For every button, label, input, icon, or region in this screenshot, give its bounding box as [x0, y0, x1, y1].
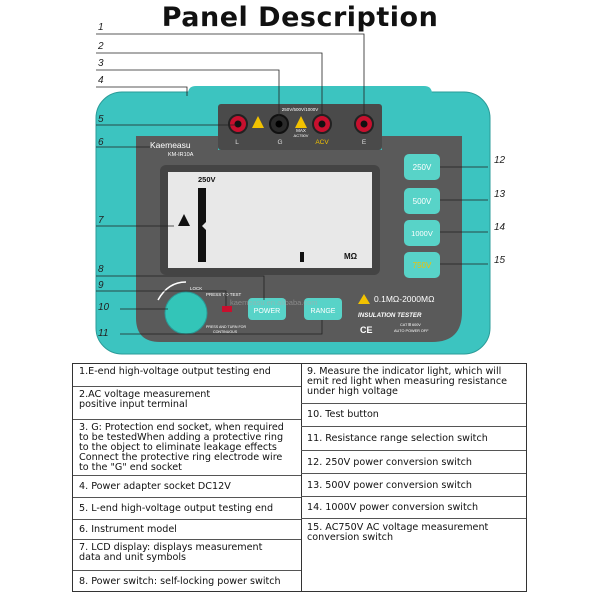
legend-left-column: 1.E-end high-voltage output testing end …	[73, 364, 302, 591]
legend-right-column: 9. Measure the indicator light, which wi…	[301, 364, 526, 591]
btn-250v[interactable]	[404, 154, 440, 180]
lcd-unit: MΩ	[344, 252, 358, 261]
callout-13: 13	[494, 189, 506, 200]
legend-item-4: 4. Power adapter socket DC12V	[73, 476, 301, 498]
btn-750v[interactable]	[404, 252, 440, 278]
leader-1	[96, 33, 365, 116]
range-button[interactable]	[304, 298, 342, 320]
watermark: kaemeasu.en.alibaba.com	[230, 298, 318, 307]
callout-7: 7	[98, 215, 104, 226]
legend-item-12: 12. 250V power conversion switch	[301, 451, 526, 474]
power-label: POWER	[254, 308, 280, 315]
legend-item-2: 2.AC voltage measurement positive input …	[73, 387, 301, 420]
callout-10: 10	[98, 302, 110, 313]
terminal-warning-icon-2	[295, 116, 307, 128]
btn-500v-label: 500V	[413, 197, 432, 206]
btn-750v-label: 750V	[413, 261, 432, 270]
legend-item-1: 1.E-end high-voltage output testing end	[73, 364, 301, 387]
power-button[interactable]	[248, 298, 286, 320]
legend-item-11: 11. Resistance range selection switch	[301, 427, 526, 451]
legend-item-15: 15. AC750V AC voltage measurement conver…	[307, 522, 489, 543]
leader-11	[120, 320, 323, 335]
legend-item-13: 13. 500V power conversion switch	[301, 474, 526, 497]
legend-item-5: 5. L-end high-voltage output testing end	[73, 498, 301, 520]
terminal-l-label: L	[235, 139, 239, 146]
btn-500v[interactable]	[404, 188, 440, 214]
legend-table: 1.E-end high-voltage output testing end …	[72, 363, 527, 592]
btn-1000v[interactable]	[404, 220, 440, 246]
legend-item-14: 14. 1000V power conversion switch	[301, 497, 526, 519]
warning-icon	[178, 214, 190, 226]
press-turn-line1: PRESS AND TURN FOR	[206, 325, 246, 329]
callout-15: 15	[494, 255, 506, 266]
range-warning-icon	[358, 294, 370, 304]
legend-item-8: 8. Power switch: self-locking power swit…	[79, 576, 281, 587]
legend-item-6: 6. Instrument model	[73, 520, 301, 540]
test-knob[interactable]	[164, 291, 208, 335]
legend-item-3: 3. G: Protection end socket, when requir…	[73, 420, 301, 476]
callout-12: 12	[494, 155, 506, 166]
callout-14: 14	[494, 222, 506, 233]
leader-2	[96, 52, 323, 116]
auto-off-label: AUTO POWER OFF	[394, 329, 429, 333]
ce-mark: CE	[360, 325, 373, 335]
terminal-e-label: E	[362, 139, 367, 146]
callout-9: 9	[98, 280, 104, 291]
terminal-acv-label: ACV	[315, 139, 329, 146]
legend-item-7: 7. LCD display: displays measurement dat…	[73, 540, 301, 571]
callout-6: 6	[98, 137, 104, 148]
terminal-header: 250V/500V/1000V	[282, 107, 319, 112]
max-label: MAX	[296, 128, 306, 133]
callout-4: 4	[98, 75, 104, 86]
legend-item-9: 9. Measure the indicator light, which wi…	[301, 364, 526, 404]
callout-8: 8	[98, 264, 104, 275]
leader-3	[96, 69, 280, 116]
product-name: INSULATION TESTER	[358, 312, 422, 319]
leader-4	[96, 86, 188, 96]
lcd-bar	[300, 252, 304, 262]
terminal-warning-icon	[252, 116, 264, 128]
legend-item-10: 10. Test button	[301, 404, 526, 427]
lcd-voltage: 250V	[198, 175, 216, 184]
indicator-light	[222, 306, 232, 312]
page-title: Panel Description	[161, 2, 439, 33]
callout-2: 2	[98, 41, 104, 52]
leader-9	[96, 290, 227, 306]
press-turn-line2: CONTINUOUS	[213, 330, 238, 334]
btn-1000v-label: 1000V	[411, 229, 433, 238]
model-label: KM-IR10A	[168, 152, 194, 158]
lock-label: LOCK	[190, 286, 202, 291]
knob-arc	[157, 281, 187, 301]
callout-11: 11	[98, 328, 109, 339]
brand-label: Kaemeasu	[150, 140, 191, 150]
range-value: 0.1MΩ-2000MΩ	[374, 294, 434, 304]
lcd-bracket	[198, 188, 206, 262]
callout-5: 5	[98, 114, 104, 125]
btn-250v-label: 250V	[413, 163, 432, 172]
terminal-g-label: G	[277, 139, 282, 146]
leader-8	[96, 275, 265, 300]
range-label: RANGE	[311, 308, 336, 315]
press-to-test: PRESS TO TEST	[206, 292, 242, 297]
leader-lines	[96, 33, 488, 335]
max-value: AC750V	[294, 133, 309, 138]
callout-1: 1	[98, 22, 104, 33]
callout-3: 3	[98, 58, 104, 69]
cat-label: CAT Ⅲ 600V	[400, 323, 421, 327]
